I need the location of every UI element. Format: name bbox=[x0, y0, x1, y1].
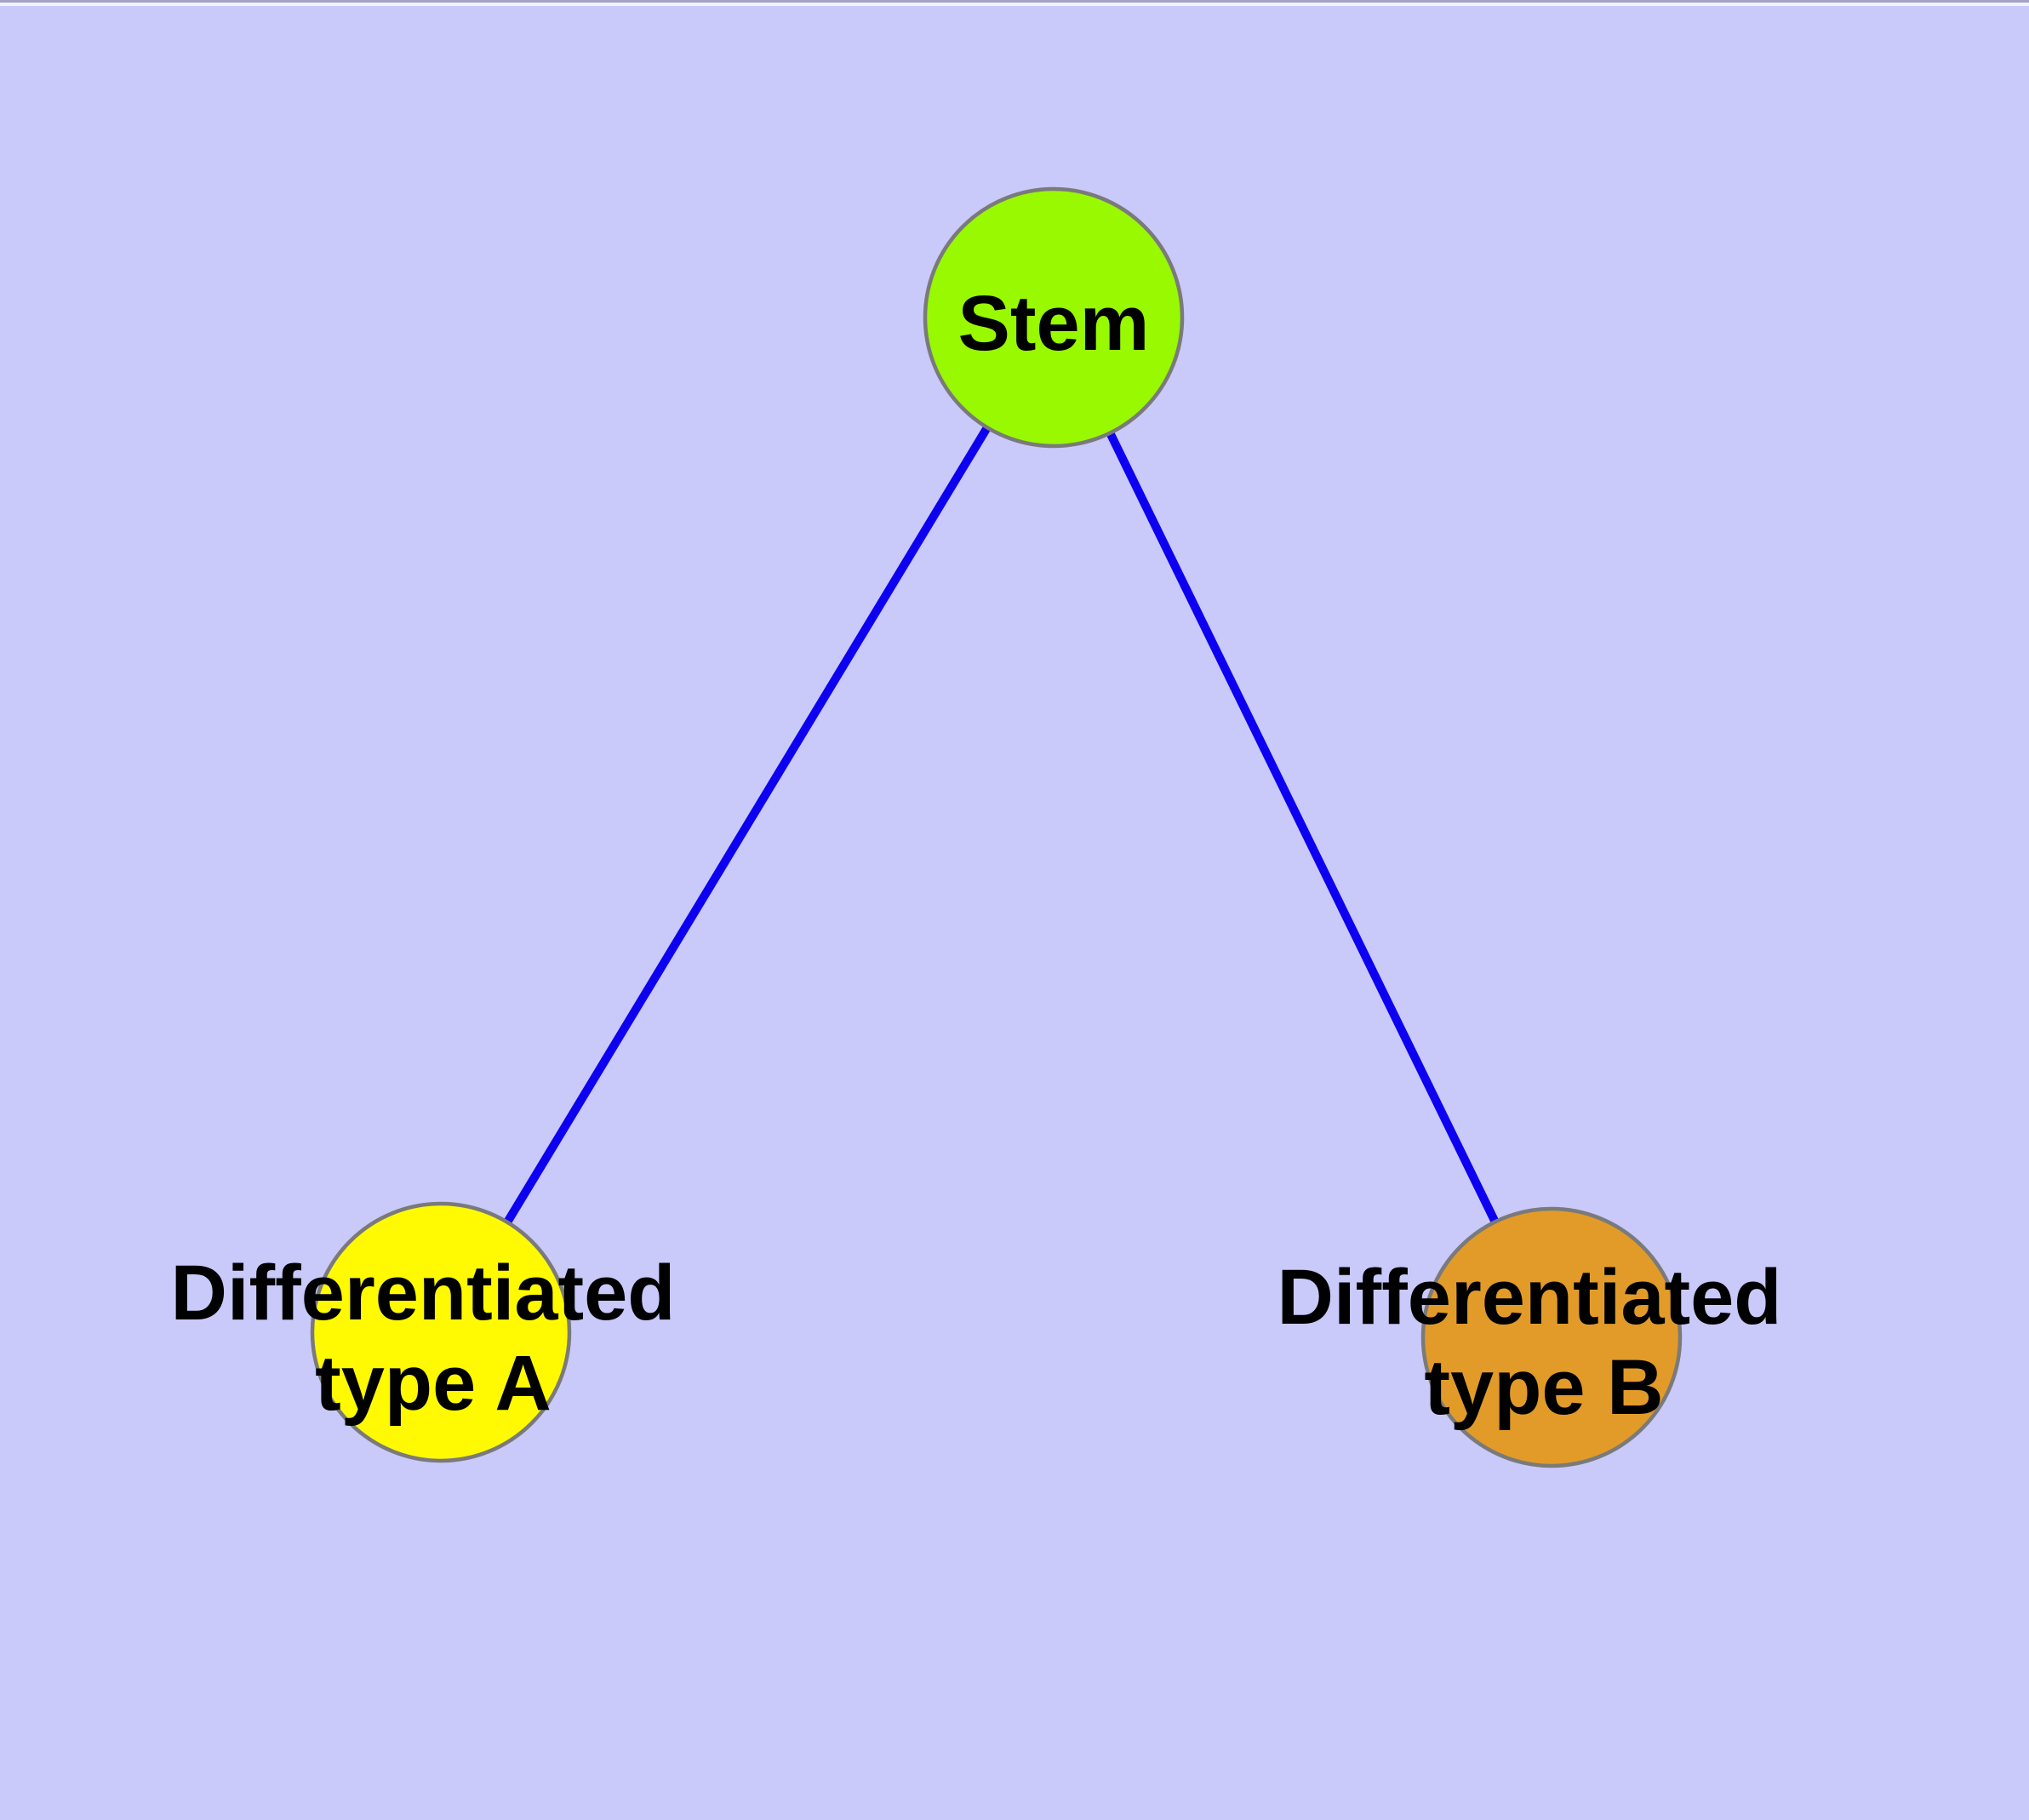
window-top-edge-highlight bbox=[0, 3, 2029, 6]
edges-layer bbox=[503, 425, 1500, 1225]
node-label-differentiated-type-a-line1: Differentiated bbox=[171, 1250, 676, 1336]
node-circle-differentiated-type-b[interactable] bbox=[1420, 1206, 1683, 1468]
node-circle-differentiated-type-a[interactable] bbox=[310, 1201, 572, 1463]
node-stem[interactable]: Stem bbox=[923, 186, 1185, 449]
node-circle-stem[interactable] bbox=[923, 186, 1185, 449]
edge-stem-to-differentiated-type-b bbox=[1106, 431, 1500, 1224]
window-top-edge bbox=[0, 0, 2029, 3]
edge-stem-to-differentiated-type-a bbox=[503, 425, 992, 1225]
node-label-stem-line1: Stem bbox=[958, 280, 1150, 367]
node-label-differentiated-type-a-line2: type A bbox=[315, 1340, 552, 1427]
node-label-differentiated-type-b-line1: Differentiated bbox=[1277, 1254, 1782, 1341]
node-label-differentiated-type-b-line2: type B bbox=[1424, 1344, 1663, 1431]
